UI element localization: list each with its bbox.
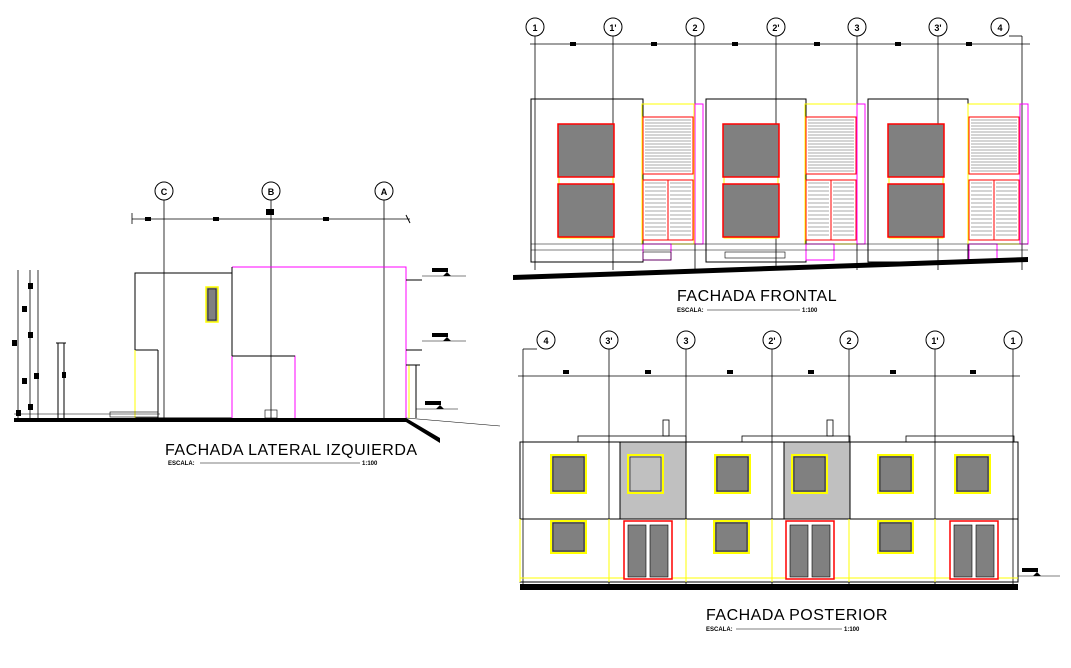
lateral-vertical-dimension: [12, 270, 66, 418]
lateral-level-markers: [416, 268, 466, 410]
axis-label: 2: [692, 23, 697, 33]
axis-label: 3: [683, 336, 688, 346]
lateral-building: [134, 266, 422, 419]
posterior-elevation: 4 3' 3 2' 2: [518, 330, 1060, 633]
axis-label: 1': [609, 23, 616, 33]
axis-label: B: [268, 187, 275, 197]
axis-label: 2: [846, 336, 851, 346]
axis-label: 4: [997, 23, 1002, 33]
frontal-scale-label: ESCALA:: [677, 308, 704, 314]
frontal-unit: [530, 98, 704, 263]
lateral-scale-label: ESCALA:: [168, 461, 195, 467]
frontal-scale-value: 1:100: [802, 308, 818, 314]
lateral-title: FACHADA LATERAL IZQUIERDA: [165, 442, 418, 459]
axis-label: A: [381, 187, 388, 197]
frontal-unit: [705, 98, 866, 263]
frontal-dimension-line: [530, 42, 1030, 46]
posterior-upper-windows: [550, 454, 991, 494]
axis-label: 3': [934, 23, 941, 33]
lateral-axis-a: A: [374, 181, 394, 420]
axis-label: 3: [854, 23, 859, 33]
posterior-title: FACHADA POSTERIOR: [706, 607, 888, 624]
lateral-scale-value: 1:100: [362, 461, 378, 467]
lateral-axis-b: B: [261, 181, 281, 420]
axis-label: 4: [543, 336, 548, 346]
axis-label: 2': [768, 336, 775, 346]
frontal-axis: 1: [525, 17, 545, 270]
frontal-axis: 4: [990, 17, 1023, 270]
lateral-axis-c: C: [154, 181, 174, 420]
frontal-unit: [867, 98, 1029, 263]
axis-label: 1': [931, 336, 938, 346]
posterior-axis: 1: [1003, 330, 1023, 585]
lateral-ground: [14, 409, 501, 443]
posterior-building: [519, 419, 1019, 583]
lateral-dimension-line: [131, 209, 411, 224]
lateral-elevation: C B A: [12, 181, 501, 467]
axis-label: 3': [605, 336, 612, 346]
frontal-shutter-slats: [645, 119, 1017, 236]
frontal-title: FACHADA FRONTAL: [677, 288, 837, 305]
axis-label: C: [161, 187, 168, 197]
posterior-dimension-line: [518, 370, 1020, 377]
posterior-lower-openings: [550, 520, 999, 580]
axis-label: 1: [532, 23, 537, 33]
posterior-ground: [520, 568, 1060, 590]
posterior-scale-value: 1:100: [844, 627, 860, 633]
frontal-elevation: 1 1' 2 2' 3: [513, 17, 1030, 314]
axis-label: 2': [772, 23, 779, 33]
posterior-axis: 4: [522, 330, 556, 585]
axis-label: 1: [1010, 336, 1015, 346]
posterior-scale-label: ESCALA:: [706, 627, 733, 633]
frontal-ground: [513, 243, 1028, 280]
